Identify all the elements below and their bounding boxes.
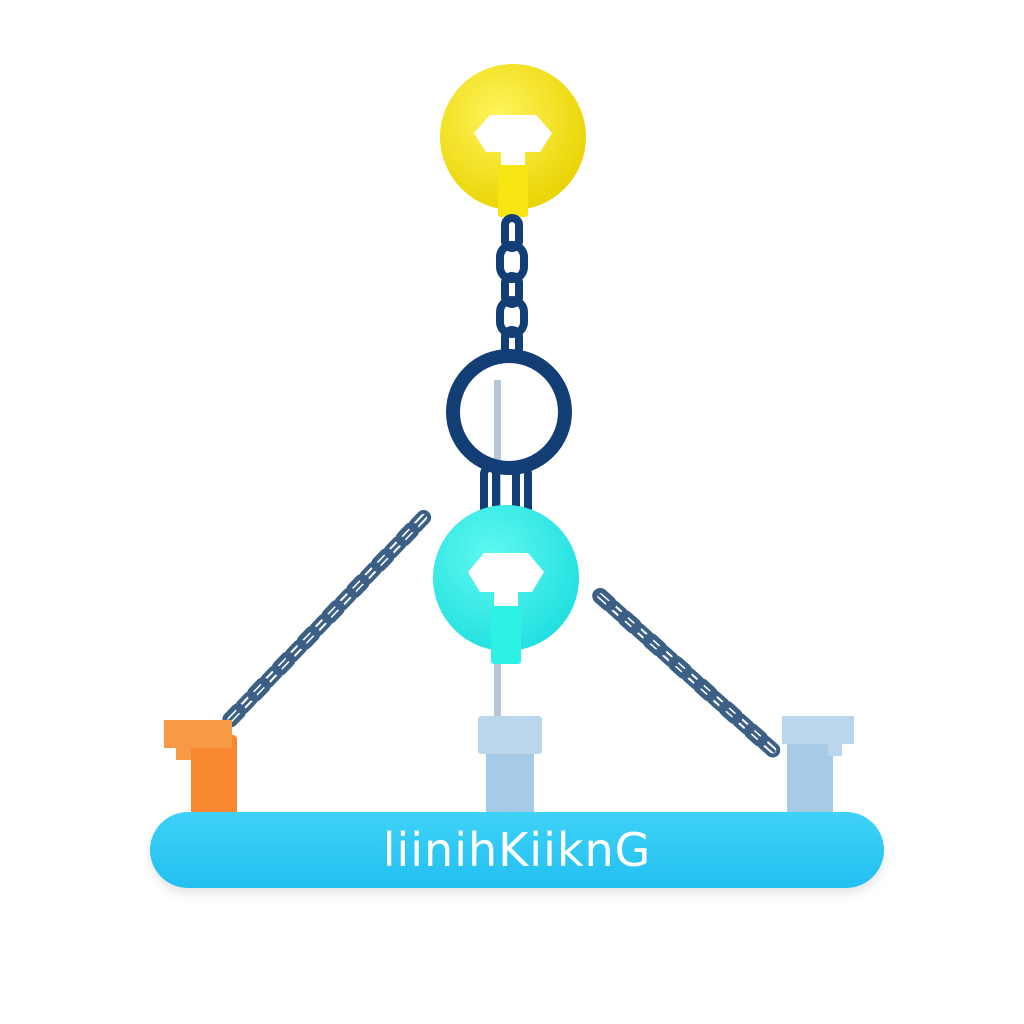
chain-link [693, 678, 718, 702]
base-bar [150, 812, 884, 888]
chain-link [605, 599, 629, 623]
chain-link [592, 587, 617, 612]
chain-link [731, 712, 755, 735]
middle-ring-icon [446, 349, 572, 520]
chain-link [370, 548, 395, 573]
center-post-icon [478, 716, 542, 818]
chain-link [668, 655, 693, 680]
chain-link [681, 667, 705, 690]
chain-link [271, 651, 296, 676]
chain-link [296, 625, 321, 650]
chain-link [617, 610, 642, 634]
chain-link [743, 723, 769, 747]
base-label: liinihKiiknG [382, 823, 652, 877]
chain-link [235, 691, 258, 715]
chain-link [408, 509, 432, 533]
chain-link [334, 587, 357, 611]
chain-link [359, 561, 382, 585]
left-post-icon [164, 720, 237, 817]
chain-link [395, 522, 420, 547]
top-ring-icon [440, 64, 586, 217]
chain-link [247, 677, 271, 702]
chain-link [309, 613, 333, 637]
chain-link [630, 622, 654, 645]
right-chain-icon [592, 587, 781, 758]
right-post-icon [782, 716, 854, 818]
chain-link [718, 700, 743, 725]
chain-link [642, 633, 667, 657]
chain-link [321, 600, 345, 625]
chain-link [383, 535, 407, 559]
chain-link [260, 665, 283, 689]
chain-link [757, 735, 781, 758]
upper-chain [496, 214, 528, 360]
chain-link [706, 690, 730, 713]
lower-ring-icon [433, 505, 579, 664]
chain-link [346, 574, 370, 599]
chain-link [284, 639, 308, 663]
left-chain-icon [222, 509, 432, 728]
chain-link [655, 644, 680, 668]
